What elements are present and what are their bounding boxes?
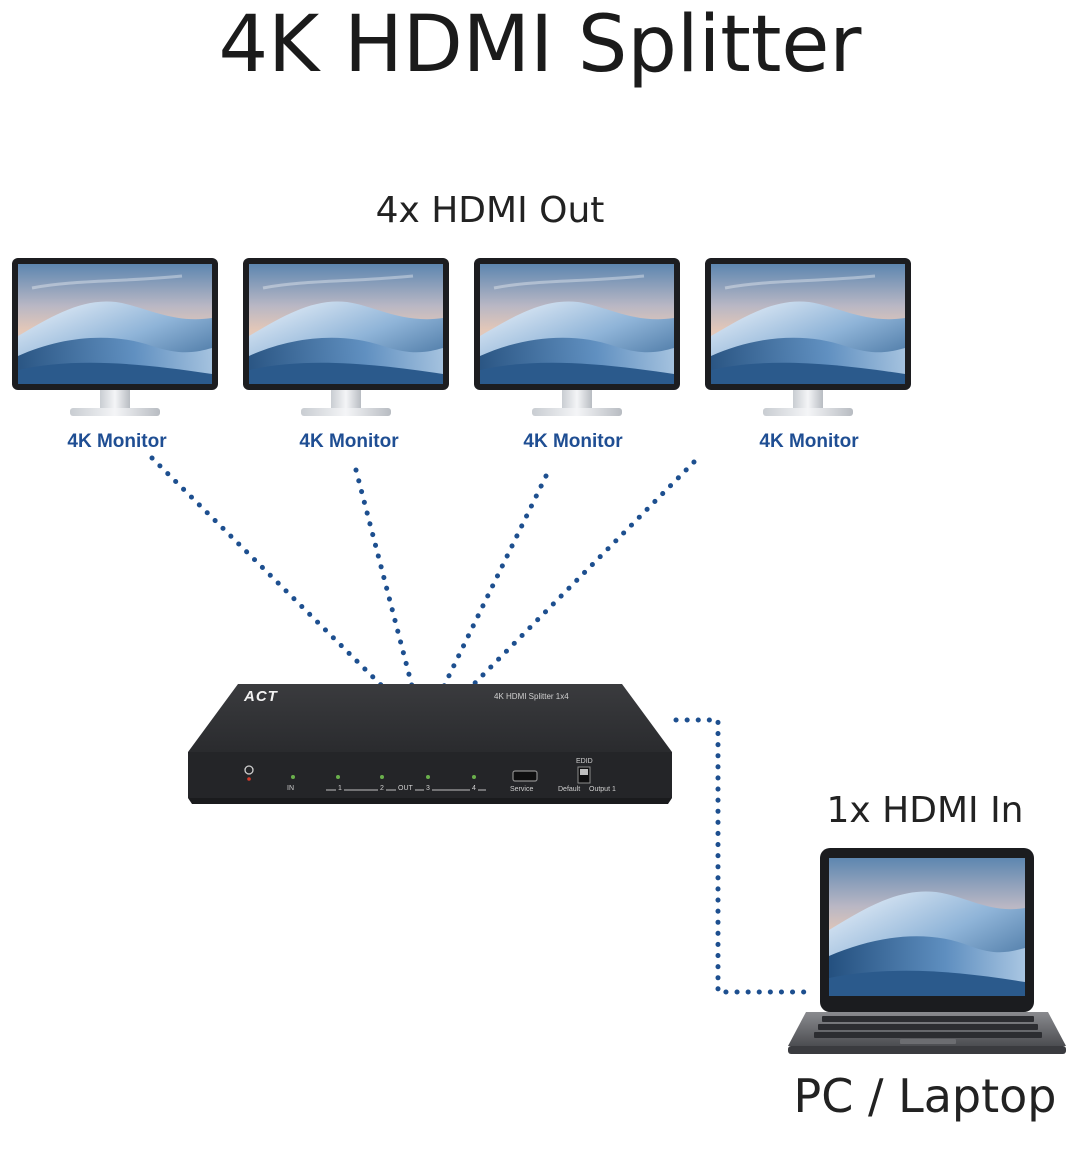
monitor-icon — [703, 256, 913, 418]
out-number-1: 1 — [336, 785, 344, 792]
laptop-icon — [788, 848, 1066, 1054]
connector-laptop — [673, 717, 813, 995]
connector-monitor-4 — [469, 459, 697, 689]
edid-default-label: Default — [558, 786, 581, 793]
connector-monitor-1 — [149, 455, 385, 689]
monitor-icon — [241, 256, 451, 418]
out-number-4: 4 — [470, 785, 478, 792]
out-number-3: 3 — [424, 785, 432, 792]
monitor-label-4: 4K Monitor — [759, 431, 859, 452]
out-number-2: 2 — [378, 785, 386, 792]
outputs-label: 4x HDMI Out — [375, 190, 605, 231]
monitor-label-2: 4K Monitor — [299, 431, 399, 452]
monitor-icon — [10, 256, 220, 418]
source-label: PC / Laptop — [793, 1069, 1057, 1123]
edid-output1-label: Output 1 — [589, 786, 616, 793]
device-model-label: 4K HDMI Splitter 1x4 — [494, 692, 569, 701]
splitter-device-icon — [188, 684, 672, 804]
connector-monitor-3 — [441, 473, 549, 689]
port-in-label: IN — [287, 785, 294, 792]
input-label: 1x HDMI In — [826, 790, 1024, 831]
edid-label: EDID — [576, 758, 593, 765]
port-out-label: OUT — [396, 785, 415, 792]
service-label: Service — [510, 786, 534, 793]
monitor-label-1: 4K Monitor — [67, 431, 167, 452]
monitor-icon — [472, 256, 682, 418]
connector-lines — [149, 455, 813, 995]
monitor-label-3: 4K Monitor — [523, 431, 623, 452]
page-title: 4K HDMI Splitter — [218, 0, 862, 90]
device-brand: ACT — [244, 688, 278, 705]
connector-monitor-2 — [353, 467, 415, 689]
